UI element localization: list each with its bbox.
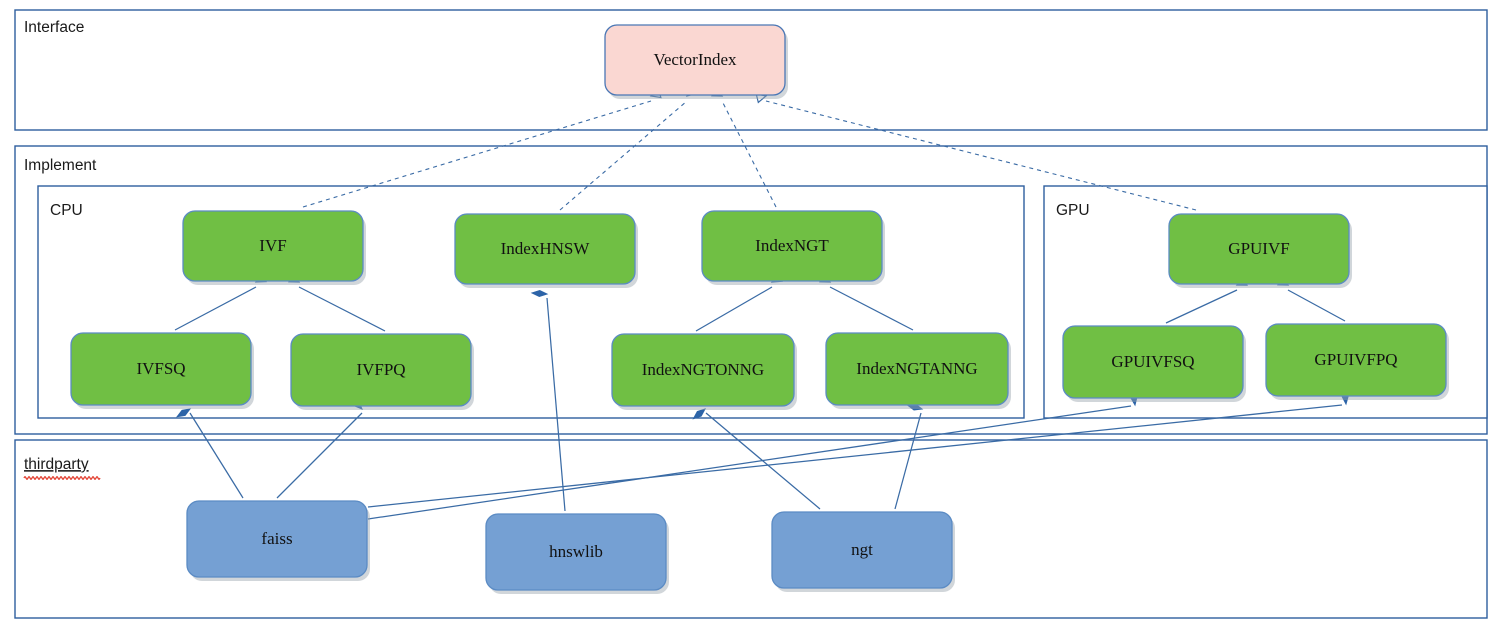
node-rect-gpuivf[interactable] [1168,213,1350,285]
edge-line [546,297,566,512]
node-label-gpuivf: GPUIVF [1228,239,1289,258]
edge-line [367,405,1132,520]
container-label-thirdparty: thirdparty [24,456,89,473]
node-label-vectorindex: VectorIndex [653,50,737,69]
node-rect-ivfsq[interactable] [70,332,252,406]
node-rect-gpuivfpq[interactable] [1265,323,1447,397]
node-ngt[interactable]: ngt [771,511,955,592]
node-label-ivf: IVF [259,236,286,255]
node-hnswlib[interactable]: hnswlib [485,513,669,594]
node-label-indexhnsw: IndexHNSW [501,239,591,258]
node-rect-faiss[interactable] [186,500,368,578]
edge-line [298,286,386,332]
node-rect-ivfpq[interactable] [290,333,472,407]
node-label-faiss: faiss [261,529,292,548]
node-ivfpq[interactable]: IVFPQ [290,333,474,410]
edge-line [721,100,777,208]
container-label-interface: Interface [24,19,84,36]
arrowhead-filled-diamond [530,289,549,298]
node-indexhnsw[interactable]: IndexHNSW [454,213,638,288]
edge-ngt-to-indexngtonng [692,408,821,510]
node-label-gpuivfsq: GPUIVFSQ [1111,352,1194,371]
edge-faiss-to-ivfsq [175,408,244,499]
spellcheck-squiggle-thirdparty [23,476,101,480]
node-ivf[interactable]: IVF [182,210,366,285]
edge-line [1287,289,1346,322]
node-rect-indexhnsw[interactable] [454,213,636,285]
node-indexngtanng[interactable]: IndexNGTANNG [825,332,1011,409]
node-indexngtonng[interactable]: IndexNGTONNG [611,333,797,410]
node-label-hnswlib: hnswlib [549,542,603,561]
edge-hnswlib-to-indexhnsw [530,289,566,512]
node-gpuivfpq[interactable]: GPUIVFPQ [1265,323,1449,400]
node-label-indexngt: IndexNGT [755,236,829,255]
edge-line [1165,289,1238,324]
arrowhead-filled-diamond [692,408,707,420]
edge-line [695,286,773,332]
node-indexngt[interactable]: IndexNGT [701,210,885,285]
container-label-cpu: CPU [50,202,83,219]
node-faiss[interactable]: faiss [186,500,370,581]
container-label-gpu: GPU [1056,202,1090,219]
node-rect-ngt[interactable] [771,511,953,589]
node-rect-hnswlib[interactable] [485,513,667,591]
node-ivfsq[interactable]: IVFSQ [70,332,254,409]
arrowhead-filled-diamond [175,408,192,418]
node-rect-indexngtonng[interactable] [611,333,795,407]
edge-line [367,404,1343,508]
node-label-indexngtonng: IndexNGTONNG [642,360,764,379]
node-vectorindex[interactable]: VectorIndex [604,24,788,99]
edge-line [765,100,1197,211]
node-label-ngt: ngt [851,540,873,559]
node-rect-indexngtanng[interactable] [825,332,1009,406]
node-rect-gpuivfsq[interactable] [1062,325,1244,399]
node-rect-vectorindex[interactable] [604,24,786,96]
node-rect-ivf[interactable] [182,210,364,282]
node-gpuivfsq[interactable]: GPUIVFSQ [1062,325,1246,402]
edge-line [174,286,257,331]
edge-line [894,412,922,510]
edge-line [189,412,244,499]
edge-line [829,286,914,331]
container-label-implement: Implement [24,157,97,174]
edge-line [559,100,688,211]
node-label-ivfsq: IVFSQ [136,359,185,378]
edge-line [276,412,363,499]
node-label-indexngtanng: IndexNGTANNG [856,359,977,378]
node-label-ivfpq: IVFPQ [356,360,405,379]
edge-line [705,412,821,510]
node-rect-indexngt[interactable] [701,210,883,282]
node-label-gpuivfpq: GPUIVFPQ [1314,350,1397,369]
node-gpuivf[interactable]: GPUIVF [1168,213,1352,288]
